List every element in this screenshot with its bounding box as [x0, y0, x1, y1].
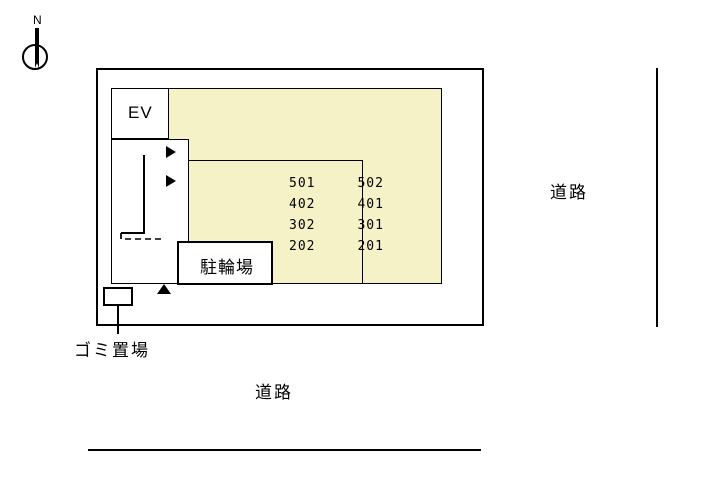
room-number: 502	[357, 176, 384, 191]
east-road-label: 道路	[550, 183, 588, 202]
garbage-leader-line	[117, 306, 119, 334]
room-number: 401	[357, 197, 384, 212]
room-number: 201	[357, 239, 384, 254]
room-number: 402	[289, 197, 316, 212]
south-road-label: 道路	[255, 383, 293, 402]
garbage-area-box	[103, 287, 133, 306]
garbage-area-label: ゴミ置場	[74, 341, 150, 360]
stair-detail	[120, 155, 163, 240]
bicycle-parking-label: 駐輪場	[200, 257, 254, 277]
elevator-box	[111, 88, 169, 139]
room-number-grid: 501 402 302 202 502 401 301 201	[289, 176, 384, 255]
elevator-label: EV	[128, 103, 153, 122]
arrow-right-upper-icon	[166, 146, 176, 158]
compass-rose: N	[18, 13, 60, 78]
bicycle-parking-box: 駐輪場	[177, 241, 273, 285]
corridor-area	[111, 139, 189, 284]
room-number: 501	[289, 176, 316, 191]
room-number: 302	[289, 218, 316, 233]
compass-needle-icon	[35, 28, 39, 68]
compass-north-label: N	[33, 13, 42, 27]
south-road-boundary-line	[88, 449, 481, 451]
room-column-right: 502 401 301 201	[357, 176, 383, 255]
room-number: 301	[357, 218, 384, 233]
room-number: 202	[289, 239, 316, 254]
arrow-right-lower-icon	[166, 175, 176, 187]
room-column-left: 501 402 302 202	[289, 176, 315, 255]
east-road-boundary-line	[656, 68, 658, 327]
arrow-up-entrance-icon	[157, 284, 171, 294]
